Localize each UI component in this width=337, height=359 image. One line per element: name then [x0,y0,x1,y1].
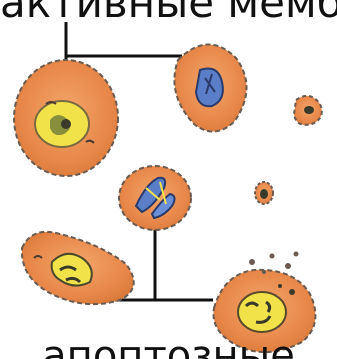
cell-tiny-right [255,182,273,204]
leader-line-top [66,22,182,56]
cell-small-right [294,96,322,125]
cell-left-large [14,60,118,176]
cell-upper-right [174,44,246,131]
label-apoptotic: апоптозные [0,336,337,359]
label-active-membranes: активные мембраны [0,0,337,24]
cell-lower-left [22,232,134,304]
cell-center [119,166,191,230]
